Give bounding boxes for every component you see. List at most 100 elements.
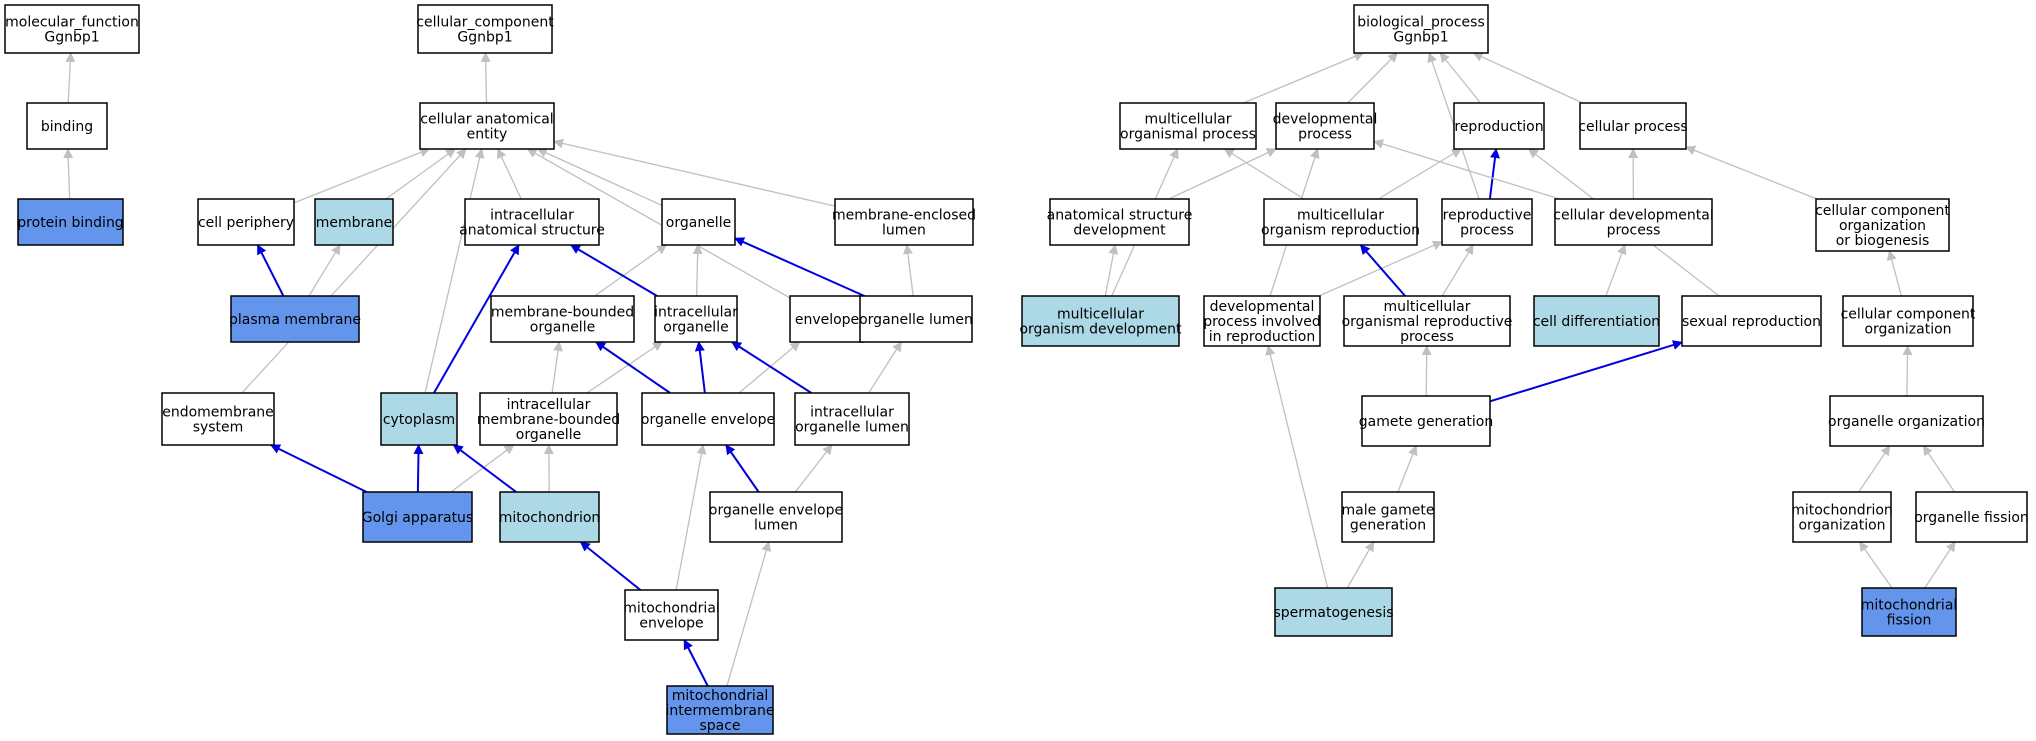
edge-mito-ims-to-mito-env [683,639,709,687]
node-sexual-repro[interactable]: sexual reproduction [1681,295,1822,347]
node-spermato[interactable]: spermatogenesis [1273,587,1394,637]
node-binding[interactable]: binding [26,102,108,150]
node-box [709,491,843,543]
node-gamete-gen[interactable]: gamete generation [1359,395,1493,447]
node-label-line: organismal reproductive [1342,314,1513,330]
node-label-line: organization [1864,322,1951,338]
node-box [230,295,360,343]
node-protein-binding[interactable]: protein binding [17,198,124,246]
node-label-line: cell periphery [198,215,294,231]
node-plasma-mem[interactable]: plasma membrane [229,295,361,343]
edge-org-lumen-to-organelle [734,237,865,297]
node-org-lumen[interactable]: organelle lumen [859,295,973,343]
node-label-line: entity [467,127,508,143]
node-box [362,491,473,543]
node-golgi[interactable]: Golgi apparatus [362,491,473,543]
edge-cell-anat-to-cc-root [480,52,491,104]
edge-organelle-to-cell-anat [536,148,663,207]
node-label-line: cytoplasm [383,412,455,428]
node-label-line: organelle lumen [795,420,909,436]
node-label-line: developmental [1273,112,1378,128]
node-org-org[interactable]: organelle organization [1828,395,1985,447]
node-membrane[interactable]: membrane [314,198,394,246]
node-box [17,198,124,246]
node-label-line: Ggnbp1 [457,30,512,46]
node-label-line: spermatogenesis [1273,605,1393,621]
node-label-line: plasma membrane [229,312,361,328]
node-label-line: sexual reproduction [1682,314,1821,330]
node-label-line: anatomical structure [1047,208,1193,224]
edge-cc-org-biogen-to-cell-proc [1685,145,1818,200]
node-cell-proc[interactable]: cellular process [1578,102,1688,150]
edge-mito-ims-to-org-env-lumen [726,541,772,687]
node-label-line: lumen [882,223,926,239]
node-reproduction[interactable]: reproduction [1453,102,1545,150]
node-label-line: intracellular [654,305,738,321]
node-cell-periphery[interactable]: cell periphery [197,198,295,246]
node-box [1203,295,1321,347]
node-box [1533,295,1660,347]
node-label-line: membrane-bounded [491,305,634,321]
node-organelle[interactable]: organelle [661,198,736,246]
edge-cc-org-to-cc-org-biogen [1886,250,1902,297]
node-box [499,491,600,543]
node-label-line: protein binding [17,215,123,231]
node-cytoplasm[interactable]: cytoplasm [380,392,458,446]
node-box [26,102,108,150]
node-envelope[interactable]: envelope [789,295,865,343]
node-box [1861,587,1957,637]
edge-cell-dev-proc-to-dev-proc [1373,139,1560,200]
node-label-line: organism development [1019,322,1182,338]
node-box [161,392,275,446]
node-cell-diff[interactable]: cell differentiation [1533,295,1660,347]
node-box [1275,102,1375,150]
node-org-fission[interactable]: organelle fission [1914,491,2029,543]
edge-org-env-to-envelope [738,341,801,394]
node-label-line: developmental [1210,299,1315,315]
edges-layer [63,51,1956,687]
node-box [1263,198,1418,246]
edge-golgi-to-cytoplasm [413,444,424,493]
edge-multi-org-repro-proc-to-repro-proc [1441,244,1474,297]
node-box [4,4,140,54]
node-mito[interactable]: mitochondrion [499,491,601,543]
node-label-line: process involved [1203,314,1321,330]
node-box [1842,295,1974,347]
edge-spermato-to-dev-proc-repro [1265,345,1329,589]
node-label-line: process [1298,127,1352,143]
node-org-env[interactable]: organelle envelope [641,392,775,446]
node-box [1792,491,1892,543]
edge-org-org-to-cc-org [1902,345,1913,397]
edge-mito-fission-to-org-fission [1924,541,1956,589]
